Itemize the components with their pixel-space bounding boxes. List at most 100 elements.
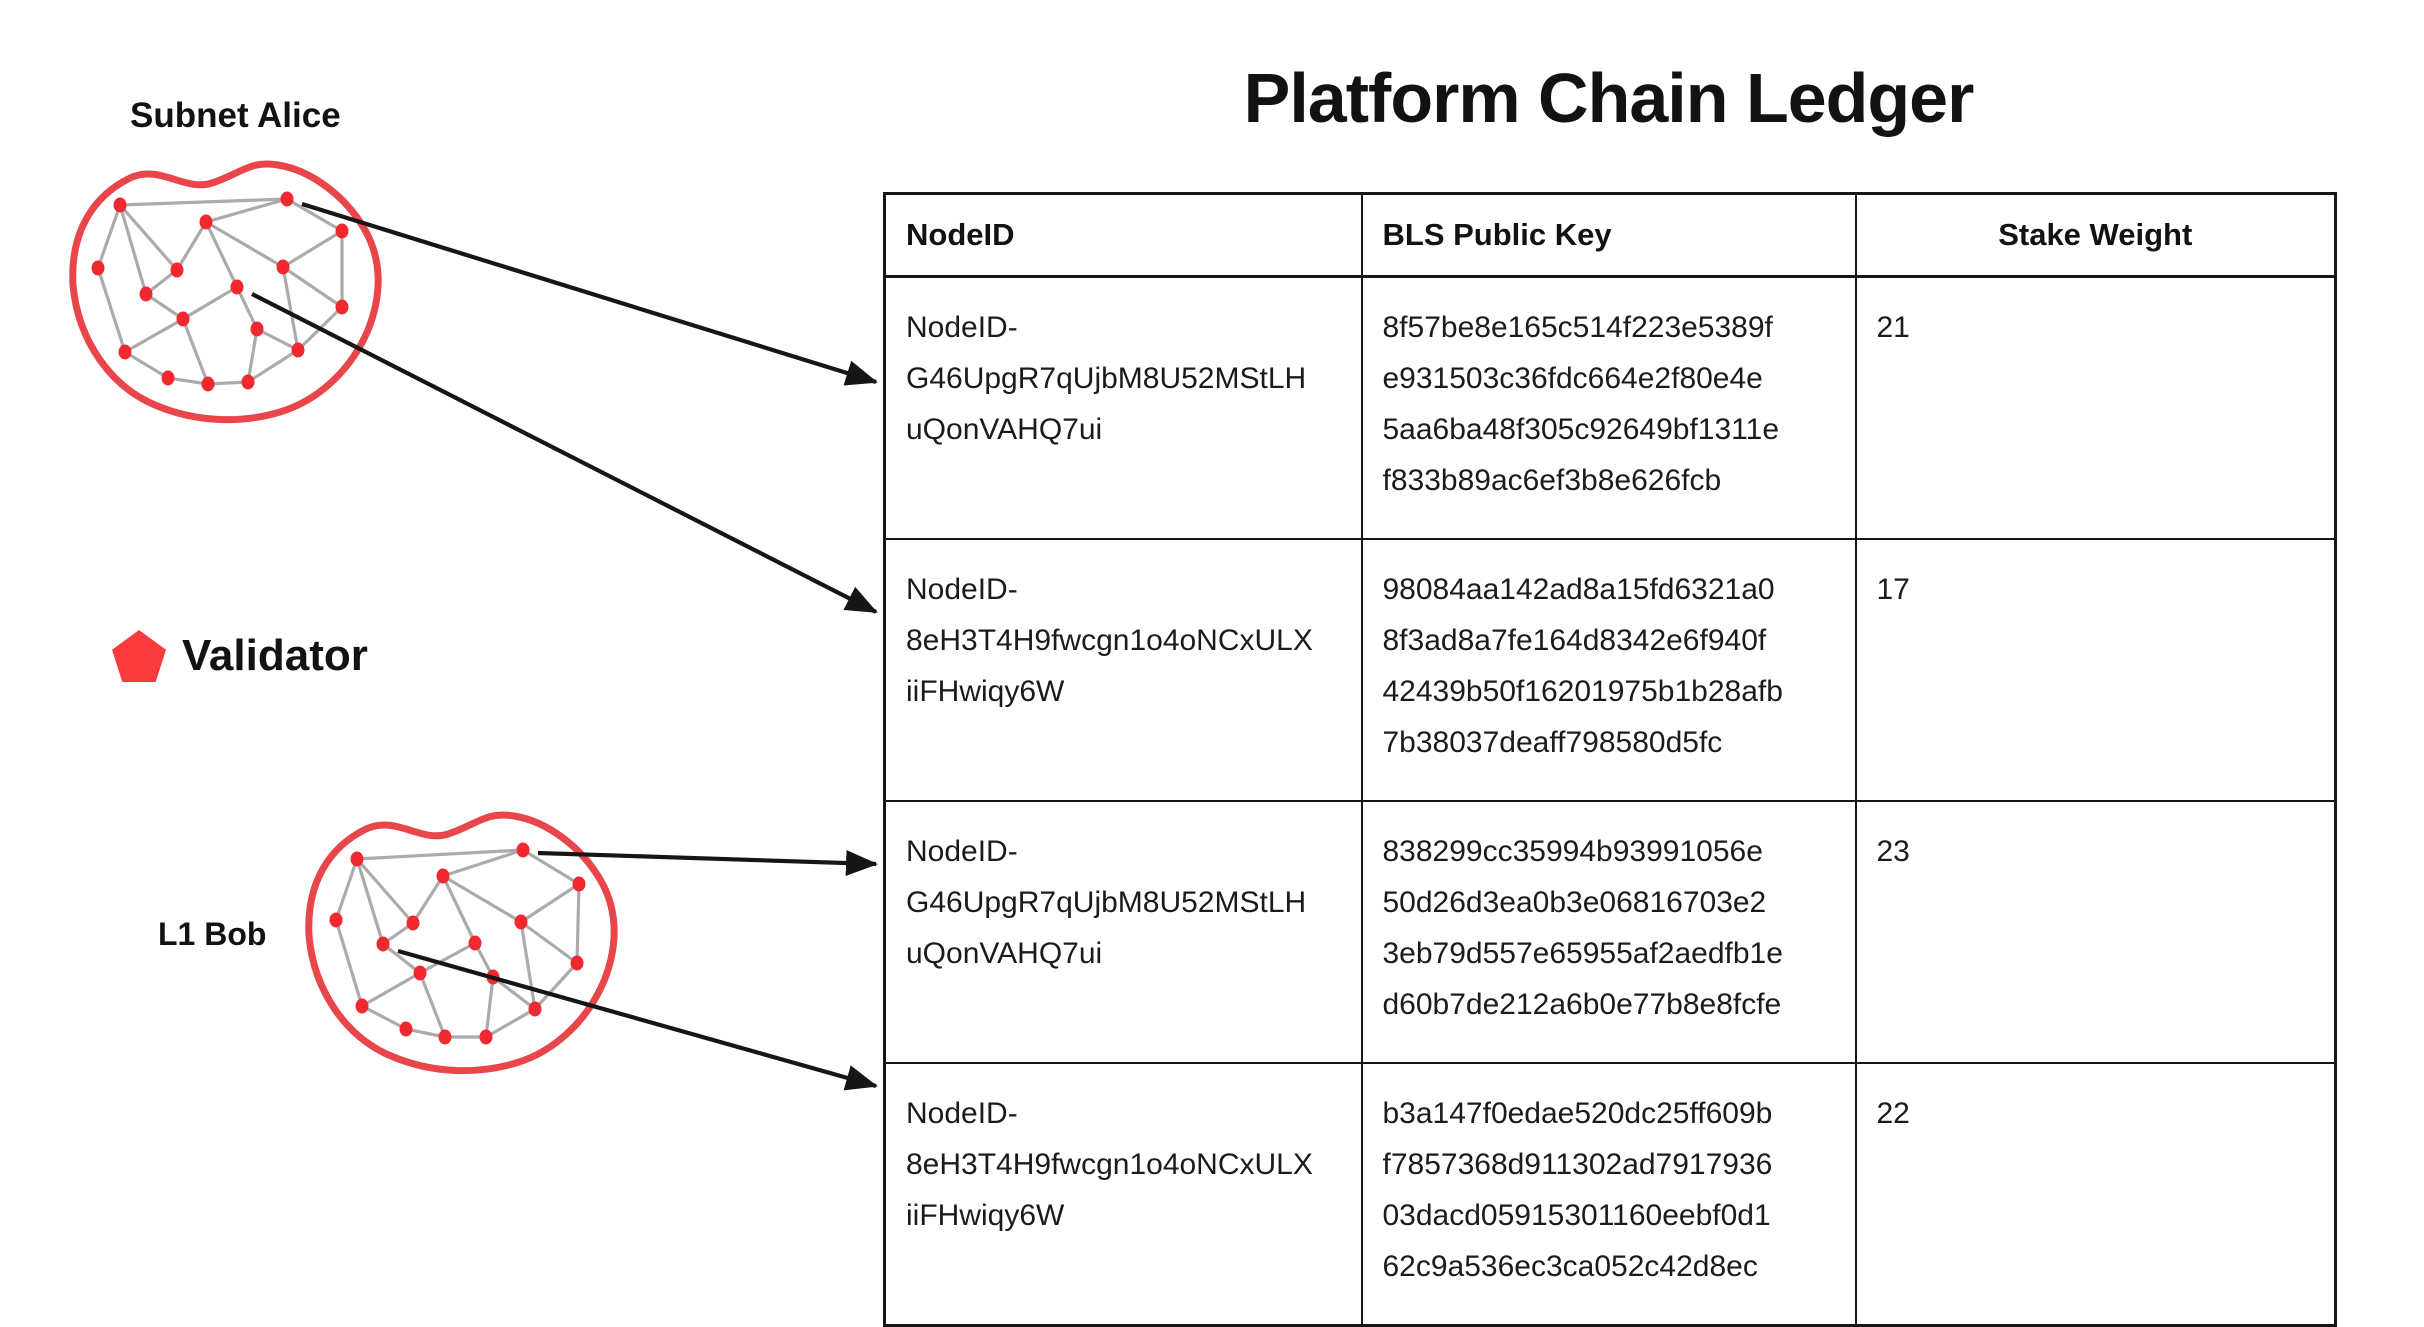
network-edge [96, 267, 127, 353]
network-edge [361, 971, 421, 1008]
network-edge [411, 875, 445, 924]
network-edge [520, 920, 578, 965]
network-edge [520, 882, 580, 924]
cell-bls-key: 8f57be8e165c514f223e5389f e931503c36fdc6… [1360, 275, 1857, 540]
network-edge [575, 883, 581, 964]
validator-node-icon [436, 868, 450, 884]
network-edge [485, 1007, 536, 1039]
network-edge [356, 848, 524, 861]
validator-node-icon [514, 914, 528, 930]
validator-node-icon [572, 876, 586, 892]
validator-node-icon [479, 1029, 493, 1045]
network-diagram [69, 160, 878, 1091]
validator-node-icon [335, 299, 349, 315]
network-edge [181, 318, 210, 385]
network-edge [96, 204, 122, 269]
network-edge [334, 919, 364, 1007]
validator-node-icon [516, 842, 530, 858]
network-l1-bob [305, 811, 618, 1075]
validator-node-icon [91, 260, 105, 276]
network-edge [334, 858, 359, 921]
page-title: Platform Chain Ledger [1243, 59, 1975, 137]
l1-bob-label: L1 Bob [158, 916, 267, 952]
validator-node-icon [291, 342, 305, 358]
l1-bob-boundary [305, 811, 618, 1075]
validator-node-icon [241, 374, 255, 390]
network-edge [124, 317, 184, 354]
mapping-arrow-alice-to-row1 [301, 201, 878, 386]
network-edge [204, 221, 239, 288]
mapping-arrow-bob-to-row4 [397, 948, 878, 1091]
network-edge [286, 197, 343, 233]
validator-node-icon [468, 935, 482, 951]
network-edge [361, 1004, 407, 1031]
pentagon-icon [112, 630, 166, 682]
validator-node-icon [118, 344, 132, 360]
validator-node-icon [376, 936, 390, 952]
validator-node-icon [355, 998, 369, 1014]
network-edge [522, 848, 580, 886]
table-row: NodeID- G46UpgR7qUjbM8U52MStLH uQonVAHQ7… [883, 275, 2337, 540]
cell-bls-key: b3a147f0edae520dc25ff609b f7857368d91130… [1360, 1062, 1857, 1327]
validator-node-icon [438, 1029, 452, 1045]
network-edge [282, 229, 343, 269]
cell-nodeid: NodeID- 8eH3T4H9fwcgn1o4oNCxULX iiFHwiqy… [883, 538, 1363, 802]
validator-node-icon [199, 214, 213, 230]
cell-stake-weight: 21 [1854, 275, 2337, 540]
header-row: NodeID BLS Public Key Stake Weight [883, 192, 2337, 278]
network-edge [205, 197, 288, 224]
network-edge [442, 848, 524, 878]
validator-node-icon [329, 912, 343, 928]
validator-node-icon [113, 197, 127, 213]
network-edge [405, 1027, 446, 1039]
header-bls-public-key: BLS Public Key [1360, 192, 1857, 278]
network-edge [205, 220, 284, 269]
validator-node-icon [528, 1001, 542, 1017]
validator-node-icon [161, 370, 175, 386]
network-edge [492, 975, 536, 1011]
subnet-alice-boundary [69, 160, 382, 424]
validator-node-icon [406, 915, 420, 931]
validator-node-icon [139, 286, 153, 302]
network-edge [382, 942, 421, 975]
cell-stake-weight: 17 [1854, 538, 2337, 802]
validator-node-icon [413, 965, 427, 981]
header-stake-weight: Stake Weight [1854, 192, 2337, 278]
validator-node-icon [280, 191, 294, 207]
validator-node-icon [570, 955, 584, 971]
table-row: NodeID- G46UpgR7qUjbM8U52MStLH uQonVAHQ7… [883, 800, 2337, 1064]
validator-node-icon [399, 1021, 413, 1037]
network-edge [281, 266, 300, 351]
network-edge [124, 350, 169, 380]
cell-stake-weight: 23 [1854, 800, 2337, 1064]
network-edge [235, 286, 259, 330]
cell-nodeid: NodeID- G46UpgR7qUjbM8U52MStLH uQonVAHQ7… [883, 800, 1363, 1064]
network-edge [418, 972, 447, 1038]
cell-nodeid: NodeID- G46UpgR7qUjbM8U52MStLH uQonVAHQ7… [883, 275, 1363, 540]
validator-legend: Validator [112, 630, 368, 682]
network-edge [145, 292, 184, 321]
table-row: NodeID- 8eH3T4H9fwcgn1o4oNCxULX iiFHwiqy… [883, 1062, 2337, 1327]
ledger-table: NodeID BLS Public Key Stake Weight NodeI… [883, 192, 2337, 1327]
table-row: NodeID- 8eH3T4H9fwcgn1o4oNCxULX iiFHwiqy… [883, 538, 2337, 802]
network-edge [442, 874, 522, 924]
mapping-arrow-alice-to-row2 [251, 292, 878, 614]
header-nodeid: NodeID [883, 192, 1363, 278]
cell-stake-weight: 22 [1854, 1062, 2337, 1327]
network-edge [441, 875, 477, 944]
cell-bls-key: 838299cc35994b93991056e 50d26d3ea0b3e068… [1360, 800, 1857, 1064]
network-edge [355, 857, 415, 925]
mapping-arrow-bob-to-row3 [537, 850, 878, 877]
network-edge [119, 197, 288, 207]
network-subnet-alice [69, 160, 382, 424]
network-edge [282, 265, 343, 309]
network-edge [519, 921, 537, 1010]
network-edge [247, 348, 299, 384]
network-edge [118, 204, 148, 295]
validator-node-icon [250, 321, 264, 337]
validator-node-icon [230, 279, 244, 295]
network-edge [419, 941, 476, 975]
network-edge [355, 858, 385, 945]
cell-bls-key: 98084aa142ad8a15fd6321a0 8f3ad8a7fe164d8… [1360, 538, 1857, 802]
network-edge [246, 328, 259, 383]
